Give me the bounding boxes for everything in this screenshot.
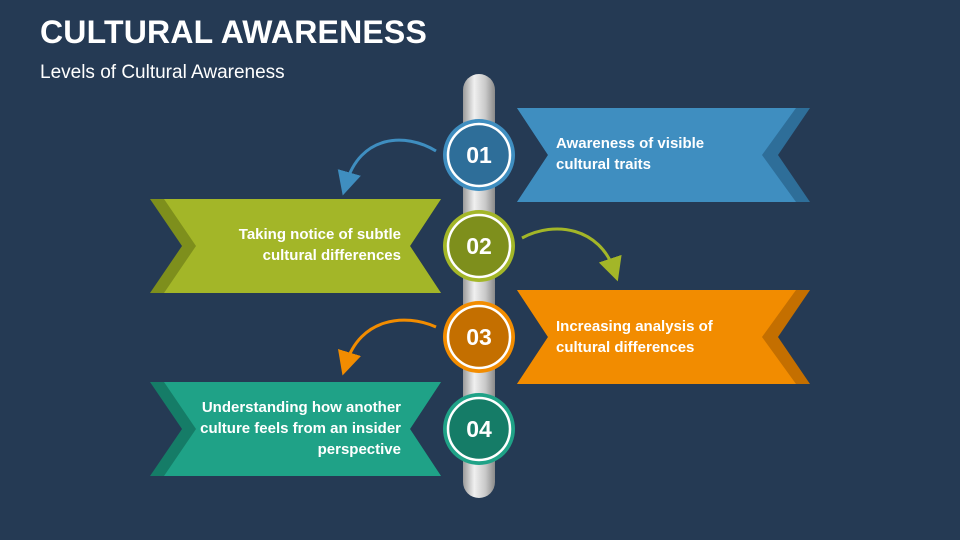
step-4-banner: [150, 382, 441, 476]
connector-arrow-3: [338, 318, 437, 376]
step-1-number: 01: [466, 141, 492, 168]
step-2-badge: [443, 210, 515, 282]
page-subtitle: Levels of Cultural Awareness: [40, 62, 285, 83]
step-3-text: Increasing analysis of cultural differen…: [556, 318, 713, 356]
step-3-badge: [443, 301, 515, 373]
step-3-banner: [517, 290, 810, 384]
step-4-badge: [443, 393, 515, 465]
page-title: CULTURAL AWARENESS: [40, 14, 428, 50]
step-2-banner: [150, 199, 441, 293]
step-4-text: Understanding how another culture feels …: [200, 399, 401, 458]
step-3-number: 03: [466, 323, 492, 350]
step-2-number: 02: [466, 232, 492, 259]
step-1-banner: [517, 108, 810, 202]
step-1-badge: [443, 119, 515, 191]
connector-arrow-2: [521, 227, 622, 282]
step-1-text: Awareness of visible cultural traits: [556, 135, 705, 173]
step-2-text: Taking notice of subtle cultural differe…: [238, 226, 401, 264]
step-4-number: 04: [466, 415, 492, 442]
connector-arrow-1: [337, 138, 437, 196]
